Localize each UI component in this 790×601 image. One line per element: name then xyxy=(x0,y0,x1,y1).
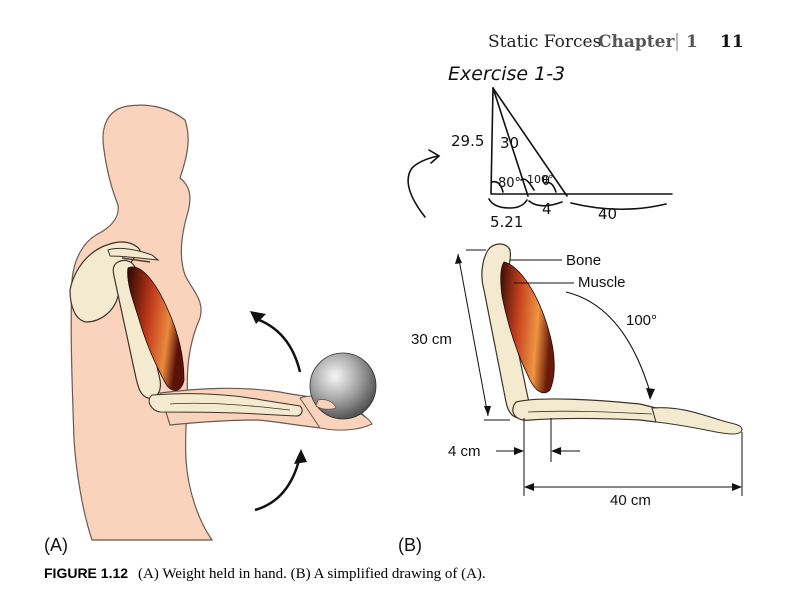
figure-caption-text: (A) Weight held in hand. (B) A simplifie… xyxy=(138,566,486,582)
clavicle-bone xyxy=(107,247,160,261)
thumb xyxy=(315,399,337,410)
angle-arc-100 xyxy=(520,178,535,191)
b-forearm-bones xyxy=(512,398,663,423)
lower-motion-arrowhead xyxy=(294,449,307,464)
muscle-label: Muscle xyxy=(578,274,626,291)
angle-arc-100 xyxy=(565,291,651,393)
label-5-21: 5.21 xyxy=(490,213,523,231)
hypotenuse-line xyxy=(492,87,568,197)
label-30: 30 xyxy=(500,134,519,152)
figure-caption: FIGURE 1.12 (A) Weight held in hand. (B) … xyxy=(44,565,764,583)
label-40: 40 xyxy=(598,205,617,223)
label-29-5: 29.5 xyxy=(451,132,484,150)
exercise-title: Exercise 1-3 xyxy=(448,63,565,85)
panel-b-illustration: 30 cm Bone Muscle 100° 4 cm 40 cm xyxy=(411,243,743,509)
panel-a-illustration xyxy=(69,104,377,541)
panel-a-label: (A) xyxy=(44,535,68,555)
dim-40-right-arrowhead xyxy=(732,483,742,491)
b-forearm-bone-split xyxy=(527,410,653,415)
handwritten-sketch: Exercise 1-3 29.5 30 80° 100° θ 5.21 4 4… xyxy=(407,63,673,231)
upper-motion-arrowhead xyxy=(250,311,266,324)
forearm-bones xyxy=(148,393,303,417)
curved-arrow-head xyxy=(428,149,441,164)
dim-40-label: 40 cm xyxy=(610,492,651,509)
angle-arc-80 xyxy=(491,180,504,193)
page-header: Static Forces Chapter 1 11 xyxy=(488,32,744,52)
biceps-muscle-a xyxy=(127,266,185,391)
dim-30-line xyxy=(457,253,489,417)
header-title: Static Forces xyxy=(488,32,601,52)
dim-30-label: 30 cm xyxy=(411,331,452,348)
tendon-top xyxy=(121,257,151,263)
vertical-side-line xyxy=(490,87,494,194)
figure-caption-label: FIGURE 1.12 xyxy=(44,565,129,581)
weight-ball xyxy=(309,352,377,420)
angle-arc-theta xyxy=(544,181,557,193)
humerus-bone xyxy=(112,259,161,399)
label-4: 4 xyxy=(542,200,552,218)
b-biceps-muscle xyxy=(500,261,555,394)
label-theta: θ xyxy=(542,174,550,189)
brace-4 xyxy=(528,200,563,207)
angle-100-label: 100° xyxy=(626,312,657,329)
label-80-deg: 80° xyxy=(498,176,521,191)
forearm-bone-split xyxy=(169,402,291,411)
lower-motion-arrow xyxy=(254,455,302,512)
dim-4-label: 4 cm xyxy=(448,443,481,460)
curved-arrow-line xyxy=(407,155,439,218)
dim-40-left-arrowhead xyxy=(524,483,534,491)
header-chapter-number: 1 xyxy=(686,32,698,52)
dim-4-left-arrowhead xyxy=(514,447,524,455)
dim-30-arrow-top xyxy=(455,254,462,264)
angle-arc-arrowhead xyxy=(646,388,655,400)
brace-40 xyxy=(570,202,667,211)
header-chapter-word: Chapter xyxy=(598,32,675,52)
dim-30-arrow-bottom xyxy=(484,406,491,416)
panel-b-label: (B) xyxy=(398,535,422,555)
brace-5-21 xyxy=(488,198,528,209)
header-page-number: 11 xyxy=(720,32,744,52)
b-hand-bones xyxy=(651,407,743,435)
label-100-deg: 100° xyxy=(527,173,554,186)
upper-motion-arrow xyxy=(253,316,302,373)
dim-4-right-arrowhead xyxy=(551,447,561,455)
middle-side-line xyxy=(492,87,529,197)
bone-label: Bone xyxy=(566,252,601,269)
